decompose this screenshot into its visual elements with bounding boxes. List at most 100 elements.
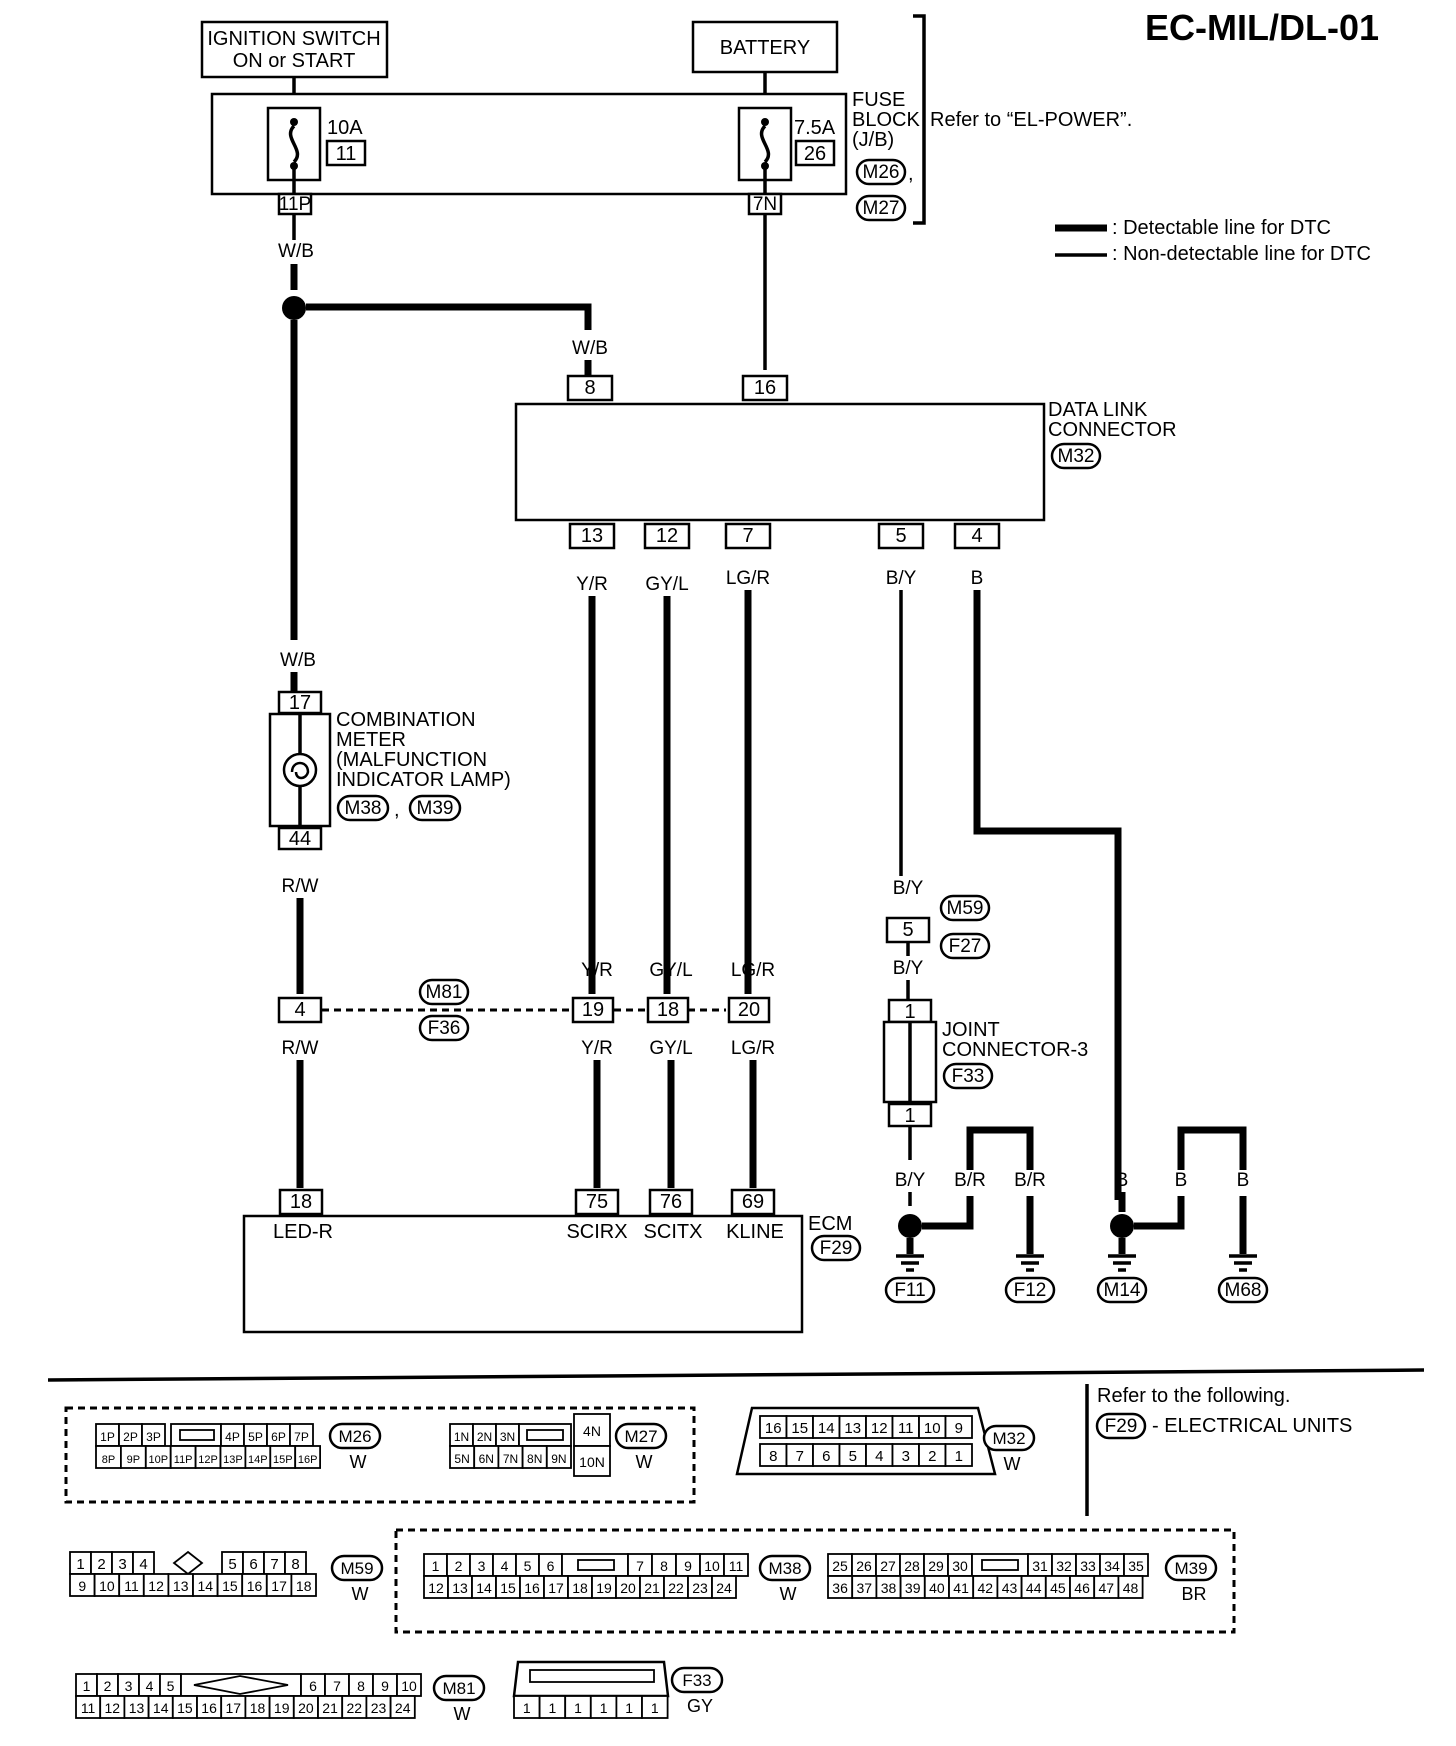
connector-tag-f36: F36 (418, 1014, 470, 1042)
dlc-pin-5: 5 (895, 525, 906, 547)
m59-cell-label: 14 (198, 1578, 214, 1594)
m27-cell-label: 9N (551, 1452, 566, 1466)
m81-cell-label: 14 (153, 1700, 169, 1716)
wire-label-yr-3: Y/R (581, 1038, 613, 1059)
m32-color: W (1004, 1454, 1021, 1474)
ground-symbol-icon (896, 1254, 1257, 1272)
connector-tag-m81: M81 (418, 978, 470, 1006)
m39-cell (1117, 1575, 1144, 1599)
svg-text:F36: F36 (428, 1018, 461, 1039)
wire-label-yr-2: Y/R (581, 960, 613, 981)
m27-cell-label: 2N (477, 1430, 492, 1444)
m38-cell-label: 5 (524, 1558, 532, 1574)
m39-cell-label: 46 (1074, 1580, 1090, 1596)
m81-pin-20: 20 (738, 999, 760, 1021)
fuse-block-bracket (913, 14, 926, 225)
m38-cell-label: 14 (476, 1580, 492, 1596)
m81-cell-label: 24 (395, 1700, 411, 1716)
fuse-block-label-3: (J/B) (852, 129, 894, 151)
m39-cell-label: 45 (1050, 1580, 1066, 1596)
m26-color: W (350, 1452, 367, 1472)
m38-cell-label: 4 (501, 1558, 509, 1574)
m32-cell-label: 4 (875, 1448, 883, 1465)
m26-cell-label: 4P (225, 1430, 240, 1444)
m38-tag (758, 1554, 812, 1582)
m32-cell-label: 1 (955, 1448, 963, 1465)
m39-cell-label: 43 (1002, 1580, 1018, 1596)
svg-text:M38: M38 (345, 798, 382, 819)
m59-cell-label: 5 (228, 1556, 236, 1573)
m59-cell-label: 8 (291, 1556, 299, 1573)
dlc-pin-16: 16 (754, 377, 776, 399)
m39-cell-label: 28 (904, 1558, 920, 1574)
m81-cell-label: 23 (371, 1700, 387, 1716)
svg-text:F33: F33 (952, 1066, 985, 1087)
m81-cell-label: 12 (105, 1700, 121, 1716)
m39-cell-label: 29 (928, 1558, 944, 1574)
f33-cell-label: 1 (625, 1700, 633, 1716)
m81-cell-label: 15 (177, 1700, 193, 1716)
connector-tag-f29: F29 (810, 1234, 862, 1262)
m26-cell-label: 12P (198, 1454, 218, 1466)
group-m38-m39 (394, 1528, 1236, 1634)
m59-cell-label: 4 (139, 1556, 147, 1573)
ground-splice-f11 (898, 1214, 922, 1238)
m32-cell-label: 14 (818, 1420, 835, 1437)
svg-text:F12: F12 (1014, 1280, 1047, 1301)
wire-label-lgr-3: LG/R (731, 1038, 775, 1059)
ecm-pin-76: 76 (660, 1191, 682, 1213)
m39-tag-id: M39 (1174, 1559, 1207, 1578)
m59-cell-label: 6 (249, 1556, 257, 1573)
m27-color: W (636, 1452, 653, 1472)
refer-conn-f29: F29 (1095, 1412, 1147, 1440)
m38-cell-label: 19 (596, 1580, 612, 1596)
m32-cell-label: 2 (928, 1448, 936, 1465)
m26-cell-label: 13P (223, 1454, 243, 1466)
m26-cell-label: 16P (298, 1454, 318, 1466)
m39-cell-label: 40 (929, 1580, 945, 1596)
wire-label-gyl-3: GY/L (649, 1038, 692, 1059)
m81-pin-18: 18 (657, 999, 679, 1021)
svg-text:M32: M32 (1058, 446, 1095, 467)
m38-cell-label: 2 (455, 1558, 463, 1574)
wire-label-lgr-1: LG/R (726, 568, 770, 589)
m59-cell-label: 16 (247, 1578, 263, 1594)
ground-splice-m14 (1110, 1214, 1134, 1238)
m39-cell-label: 31 (1032, 1558, 1048, 1574)
wire-label-gyl-2: GY/L (649, 960, 692, 981)
m81-cell-label: 8 (357, 1678, 365, 1694)
m39-cell-label: 25 (832, 1558, 848, 1574)
m38-cell (711, 1575, 737, 1599)
refer-el-power: Refer to “EL-POWER”. (930, 109, 1132, 131)
ecm-label-led-r: LED-R (273, 1221, 333, 1243)
f33-cell-label: 1 (600, 1700, 608, 1716)
m81-cell (389, 1695, 416, 1719)
m32-cell-label: 13 (844, 1420, 861, 1437)
connector-tag-m39: M39 (408, 794, 462, 822)
svg-text:10N: 10N (579, 1454, 605, 1470)
m32-cell-label: 5 (849, 1448, 857, 1465)
m39-cell-label: 42 (978, 1580, 994, 1596)
dlc-pin-7: 7 (742, 525, 753, 547)
ecm-unit: 18 75 76 69 LED-R SCIRX SCITX KLINE (242, 1188, 804, 1334)
dlc-label-2: CONNECTOR (1048, 419, 1177, 441)
legend-detectable: : Detectable line for DTC (1112, 217, 1331, 239)
m32-cell-label: 7 (796, 1448, 804, 1465)
battery-label: BATTERY (720, 37, 810, 59)
meter-label-1: COMBINATION (336, 709, 476, 731)
m38-cell-label: 11 (729, 1558, 744, 1574)
m27-tag (614, 1422, 668, 1450)
m27-cell-label: 1N (454, 1430, 469, 1444)
m81-cell-label: 7 (333, 1678, 341, 1694)
m38-cell-label: 16 (524, 1580, 540, 1596)
m32-cell-label: 10 (924, 1420, 941, 1437)
m32-cell-label: 8 (769, 1448, 777, 1465)
page-title: EC-MIL/DL-01 (1145, 7, 1379, 48)
ground-m14: M14 (1096, 1276, 1148, 1304)
m39-color: BR (1181, 1584, 1206, 1604)
fuse-block: 10A 11 7.5A 26 11P 7N (210, 92, 848, 216)
m26-cell-label: 7P (294, 1430, 309, 1444)
m38-cell-label: 10 (704, 1558, 720, 1574)
dlc-label-1: DATA LINK (1048, 399, 1148, 421)
m38-cell-label: 18 (572, 1580, 588, 1596)
